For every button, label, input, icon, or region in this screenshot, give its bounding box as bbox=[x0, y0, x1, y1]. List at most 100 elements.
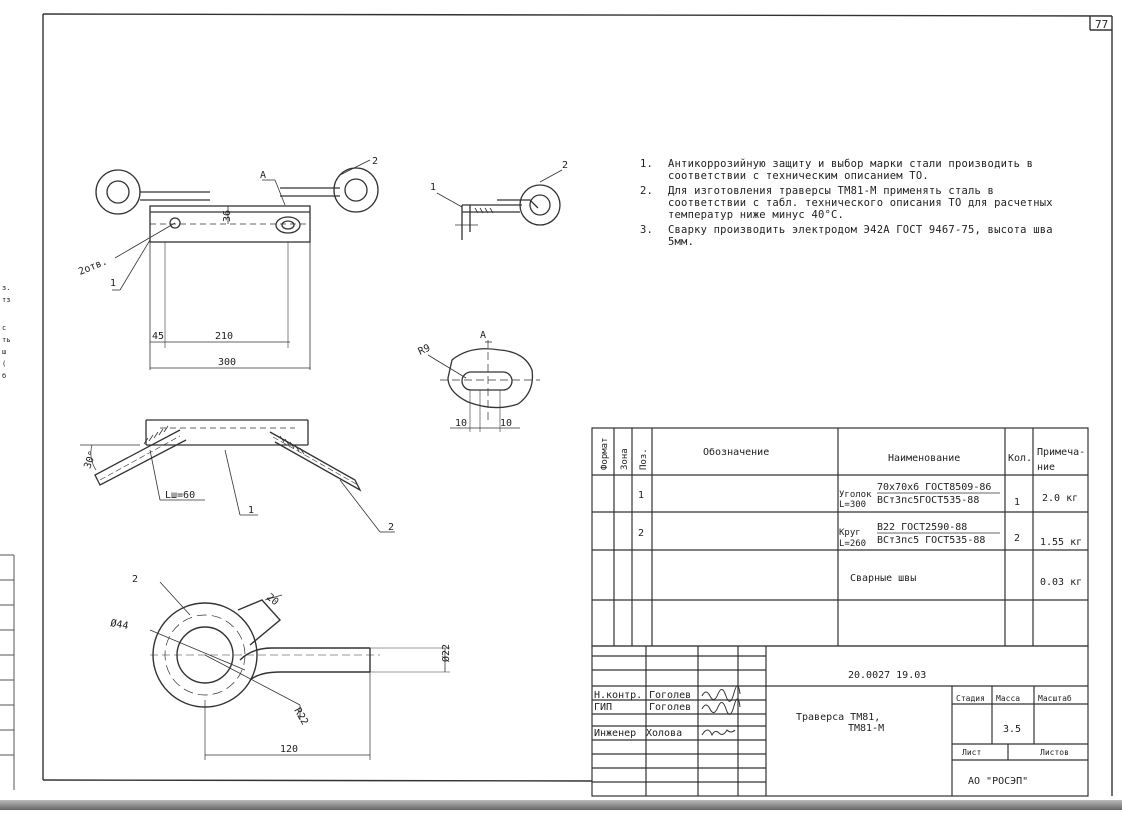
angle-30: 30° bbox=[82, 450, 99, 471]
title-block-text: 20.0027 19.03 Н.контр. Гоголев ГИП Гогол… bbox=[594, 670, 1072, 787]
view-a-labels: А R9 10 10 bbox=[417, 330, 512, 429]
dia-22: Ø22 bbox=[440, 644, 452, 662]
col-mass: Масса bbox=[996, 694, 1020, 703]
weld-length: Lш=60 bbox=[165, 490, 195, 501]
view-front-labels: 30° Lш=60 1 2 bbox=[82, 450, 394, 533]
hook-callout-2: 2 bbox=[132, 574, 138, 585]
left-margin-text: з. тз с ть ш ( б bbox=[2, 284, 10, 380]
note-item: 1. Антикоррозийную защиту и выбор марки … bbox=[640, 158, 1060, 182]
signatures bbox=[701, 685, 741, 737]
col-scale: Масштаб bbox=[1038, 693, 1072, 703]
view-a-title: А bbox=[480, 330, 486, 341]
row2-name-top: В22 ГОСТ2590-88 bbox=[877, 522, 967, 533]
view-hook bbox=[149, 581, 450, 760]
spec-table-header: Формат Зона Поз. Обозначение Наименовани… bbox=[600, 437, 1085, 473]
spec-row-1: 1 Уголок L=300 70х70х6 ГОСТ8509-86 ВСт3п… bbox=[638, 482, 1078, 510]
name-engineer: Холова bbox=[646, 728, 682, 739]
scan-edge bbox=[0, 800, 1122, 810]
header-zone: Зона bbox=[620, 448, 630, 470]
callout-1: 1 bbox=[110, 278, 116, 289]
role-gip: ГИП bbox=[594, 702, 612, 713]
callout-2: 2 bbox=[372, 156, 378, 167]
left-margin-marks bbox=[0, 554, 15, 790]
dia-44: Ø44 bbox=[109, 617, 129, 632]
note-number: 3. bbox=[640, 224, 654, 236]
front-callout-1: 1 bbox=[248, 505, 254, 516]
org-name: АО "РОСЭП" bbox=[968, 776, 1028, 787]
name-gip: Гоголев bbox=[649, 702, 691, 713]
sheet-frame bbox=[42, 13, 1113, 796]
row3-name: Сварные швы bbox=[850, 573, 916, 584]
sheet-label: Лист bbox=[962, 748, 981, 757]
radius-r9: R9 bbox=[417, 343, 433, 358]
row1-name-top: 70х70х6 ГОСТ8509-86 bbox=[877, 482, 991, 493]
row3-note: 0.03 кг bbox=[1040, 577, 1082, 588]
note-text: Для изготовления траверсы ТМ81-М применя… bbox=[668, 185, 1053, 221]
row1-pos: 1 bbox=[638, 490, 644, 501]
row2-prefix-2: L=260 bbox=[839, 539, 866, 549]
dim-210: 210 bbox=[215, 331, 233, 342]
dim-45: 45 bbox=[152, 331, 164, 342]
row1-note: 2.0 кг bbox=[1042, 493, 1078, 504]
header-format: Формат bbox=[600, 437, 610, 470]
header-name: Наименование bbox=[888, 453, 960, 464]
role-engineer: Инженер bbox=[594, 728, 636, 739]
note-item: 3. Сварку производить электродом Э42А ГО… bbox=[640, 224, 1060, 248]
spec-row-2: 2 Круг L=260 В22 ГОСТ2590-88 ВСт3пс5 ГОС… bbox=[638, 522, 1082, 549]
row2-prefix-1: Круг bbox=[839, 528, 861, 538]
view-a bbox=[427, 340, 540, 432]
title-line-2: ТМ81-М bbox=[848, 723, 884, 734]
view-side-labels: 1 2 bbox=[430, 160, 568, 193]
title-block-grid bbox=[591, 645, 1089, 797]
signature-engineer bbox=[701, 729, 736, 737]
header-qty: Кол. bbox=[1008, 453, 1032, 464]
dim-10-left: 10 bbox=[455, 418, 467, 429]
margin-fragment: ть bbox=[2, 336, 10, 344]
view-hook-labels: 2 Ø44 Ø22 20 R22 120 bbox=[109, 574, 452, 755]
note-text: Сварку производить электродом Э42А ГОСТ … bbox=[668, 224, 1053, 248]
name-nkontr: Гоголев bbox=[649, 690, 691, 701]
margin-fragment: ( bbox=[2, 360, 6, 368]
row1-name-bottom: ВСт3пс5ГОСТ535-88 bbox=[877, 495, 979, 506]
dim-300: 300 bbox=[218, 357, 236, 368]
margin-fragment: с bbox=[2, 324, 6, 332]
margin-fragment: ш bbox=[2, 348, 6, 356]
side-callout-2: 2 bbox=[562, 160, 568, 171]
front-callout-2: 2 bbox=[388, 522, 394, 533]
row2-qty: 2 bbox=[1014, 533, 1020, 544]
row1-prefix-1: Уголок bbox=[839, 490, 872, 500]
signature-gip bbox=[701, 698, 741, 715]
spec-row-3: Сварные швы 0.03 кг bbox=[850, 573, 1082, 588]
side-callout-1: 1 bbox=[430, 182, 436, 193]
row2-name-bottom: ВСт3пс5 ГОСТ535-88 bbox=[877, 535, 985, 546]
margin-fragment: тз bbox=[2, 296, 10, 304]
header-note-1: Примеча- bbox=[1037, 447, 1085, 458]
hole-label: 2отв. bbox=[77, 256, 109, 277]
note-number: 2. bbox=[640, 185, 654, 197]
view-ref-a: А bbox=[260, 170, 266, 181]
note-number: 1. bbox=[640, 158, 654, 170]
margin-fragment: з. bbox=[2, 284, 10, 292]
margin-fragment: б bbox=[2, 372, 6, 380]
note-text: Антикоррозийную защиту и выбор марки ста… bbox=[668, 158, 1034, 182]
view-front bbox=[80, 419, 395, 533]
sheet-number: 77 bbox=[1095, 18, 1108, 31]
dim-120: 120 bbox=[280, 744, 298, 755]
title-line-1: Траверса ТМ81, bbox=[796, 712, 880, 723]
signature-nkontr bbox=[701, 685, 741, 702]
view-top bbox=[95, 159, 379, 370]
view-side bbox=[436, 169, 563, 240]
doc-code: 20.0027 19.03 bbox=[848, 670, 926, 681]
note-item: 2. Для изготовления траверсы ТМ81-М прим… bbox=[640, 185, 1060, 221]
header-note-2: ние bbox=[1037, 462, 1055, 473]
sheets-label: Листов bbox=[1040, 748, 1069, 757]
dim-10-right: 10 bbox=[500, 418, 512, 429]
role-nkontr: Н.контр. bbox=[594, 690, 642, 701]
col-stage: Стадия bbox=[956, 694, 985, 703]
mass-value: 3.5 bbox=[1003, 724, 1021, 735]
row2-note: 1.55 кг bbox=[1040, 537, 1082, 548]
row1-qty: 1 bbox=[1014, 497, 1020, 508]
radius-r22: R22 bbox=[291, 706, 310, 727]
